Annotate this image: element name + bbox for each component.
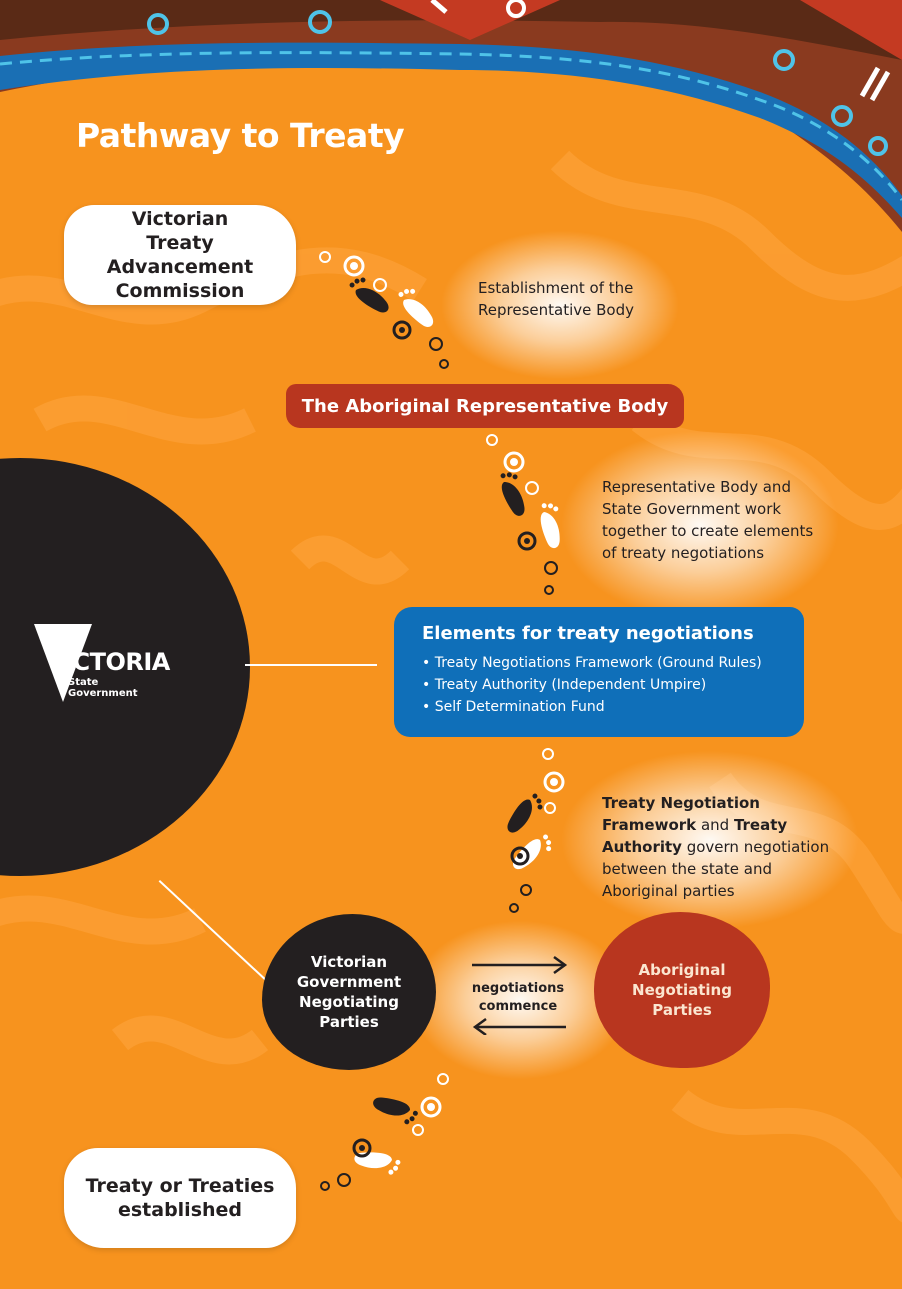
note-establishment: Establishment of the Representative Body: [478, 279, 634, 319]
gov-parties-label: Victorian Government Negotiating Parties: [296, 953, 402, 1031]
logo-sub-state: State: [68, 677, 99, 688]
concentric-circle-icon-4: [320, 1073, 449, 1191]
glow-negotiations: [410, 920, 630, 1080]
logo-word: VICTORIA: [46, 648, 170, 676]
vtac-label: Victorian Treaty Advancement Commission: [106, 208, 254, 302]
banner-red-triangle: [380, 0, 560, 40]
banner-white-sticks: [430, 0, 891, 102]
arrow-left-icon: [472, 1017, 566, 1035]
banner-circles: [147, 0, 888, 156]
glow-governance: [560, 750, 860, 930]
treaty-established-label: Treaty or Treaties established: [85, 1175, 275, 1221]
banner-blue-dash: [0, 51, 902, 201]
banner-top: [0, 0, 902, 60]
banner-blue-stripe: [0, 42, 902, 219]
concentric-circle-icon-1: [319, 251, 449, 369]
note-cooperation: Representative Body and State Government…: [602, 478, 814, 562]
elements-item-authority: Treaty Authority (Independent Umpire): [422, 674, 804, 696]
elements-item-fund: Self Determination Fund: [422, 696, 804, 718]
node-gov-parties: Victorian Government Negotiating Parties: [262, 914, 436, 1070]
logo-subtitle: State Government: [68, 677, 138, 699]
node-elements: Elements for treaty negotiations Treaty …: [394, 607, 804, 737]
note-governance: Treaty Negotiation Framework and Treaty …: [602, 792, 852, 902]
footprints-icon-4: [352, 1083, 421, 1186]
glow-establishment: [440, 230, 680, 380]
elements-list: Treaty Negotiations Framework (Ground Ru…: [422, 652, 804, 718]
governance-rest: govern negotiation between the state and…: [602, 838, 830, 900]
connector-to-elements: [245, 664, 377, 666]
arrow-right-icon: [472, 955, 568, 975]
victoria-triangle-logo: [34, 624, 92, 702]
governance-and: and: [700, 816, 730, 834]
node-treaty-established: Treaty or Treaties established: [64, 1148, 296, 1248]
node-vtac: Victorian Treaty Advancement Commission: [64, 205, 296, 305]
governance-bold-authority: Treaty Authority: [602, 816, 788, 856]
banner-red-corner: [800, 0, 902, 60]
page-title: Pathway to Treaty: [76, 116, 405, 155]
aboriginal-parties-label: Aboriginal Negotiating Parties: [632, 961, 732, 1019]
glow-cooperation: [560, 430, 840, 620]
concentric-circle-icon-2: [486, 434, 558, 595]
negotiation-arrows: [472, 955, 568, 1035]
elements-title: Elements for treaty negotiations: [422, 623, 754, 644]
elements-item-framework: Treaty Negotiations Framework (Ground Ru…: [422, 652, 804, 674]
node-representative-body: The Aboriginal Representative Body: [286, 384, 684, 428]
concentric-circle-icon-3: [509, 748, 565, 913]
governance-bold-framework: Treaty Negotiation Framework: [602, 794, 760, 834]
note-negotiations: negotiations commence: [471, 981, 565, 1014]
node-aboriginal-parties: Aboriginal Negotiating Parties: [594, 912, 770, 1068]
footprints-icon-1: [348, 271, 435, 332]
logo-sub-government: Government: [68, 688, 138, 699]
representative-body-label: The Aboriginal Representative Body: [301, 395, 669, 417]
